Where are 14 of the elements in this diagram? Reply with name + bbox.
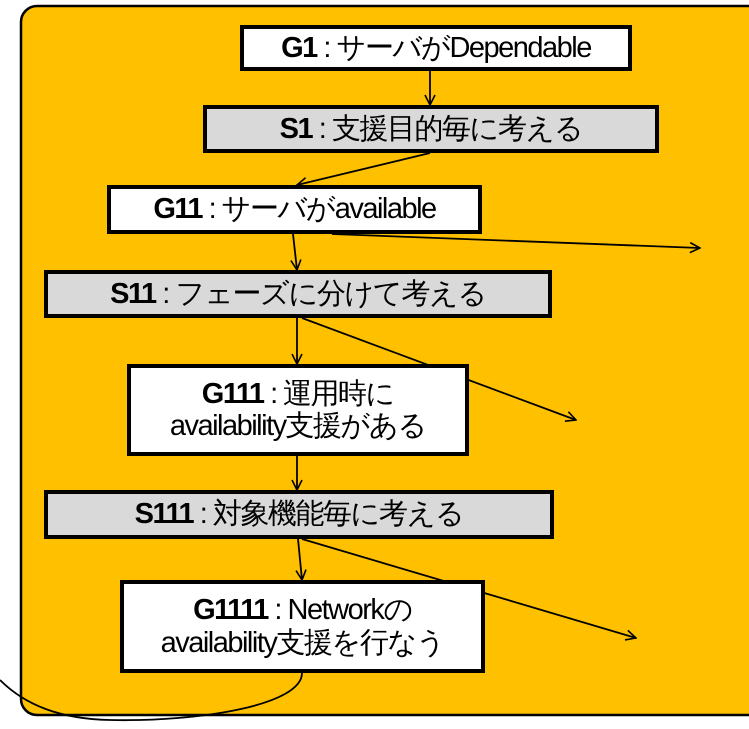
strategy-box: S1 : 支援目的毎に考える [203,105,659,153]
arrow [295,538,307,581]
goal-box: G1 : サーバがDependable [240,25,632,71]
goal-box: G111 : 運用時に availability支援がある [127,364,469,456]
goal-box: G11 : サーバがavailable [107,185,482,234]
arrow [291,318,303,365]
arrow [290,234,302,271]
arrow [291,456,303,491]
goal-box: G1111 : Networkの availability支援を行なう [120,580,485,673]
arrow [332,233,701,254]
strategy-box: S111 : 対象機能毎に考える [44,490,554,539]
strategy-box: S11 : フェーズに分けて考える [44,270,552,318]
arrow [424,71,436,106]
connector-line [0,672,303,721]
